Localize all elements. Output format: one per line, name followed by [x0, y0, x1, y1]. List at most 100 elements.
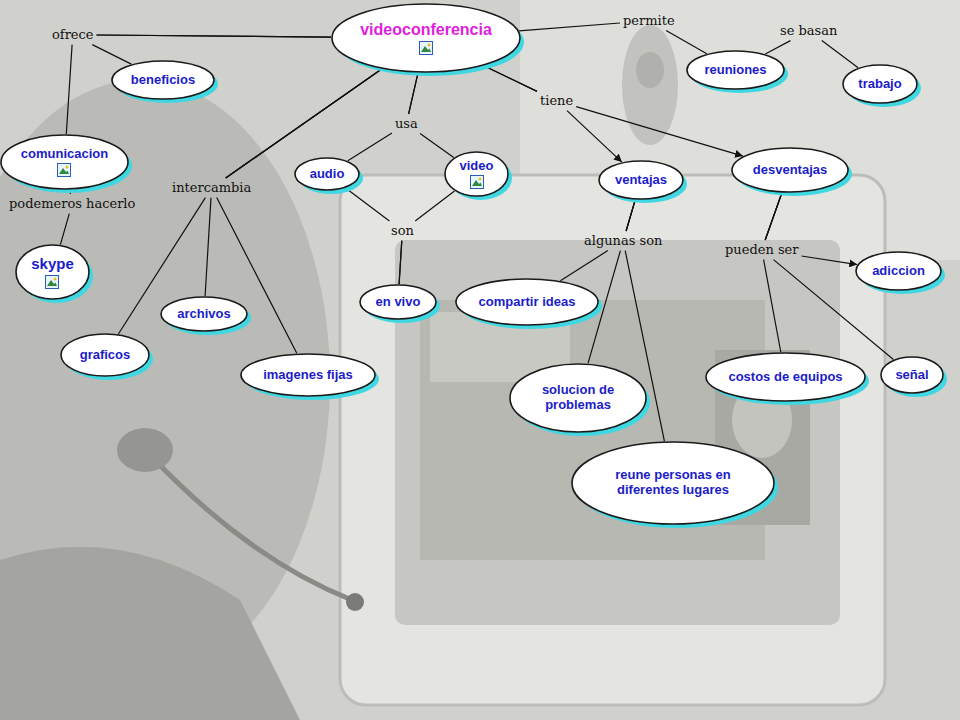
- icon-sun: [66, 166, 69, 169]
- linking-phrase: se basan: [780, 23, 837, 39]
- icon-sun: [478, 178, 481, 181]
- ellipse-body: [572, 442, 774, 524]
- mic-tip: [346, 593, 364, 611]
- concept-ellipse: ventajas: [598, 160, 684, 200]
- connector-line: [118, 69, 381, 334]
- speaker-cone: [636, 52, 664, 88]
- monitor-screen: [395, 240, 840, 625]
- ellipse-body: [510, 364, 646, 432]
- concept-text: costos de equipos: [728, 370, 842, 385]
- ellipse-body: [295, 158, 359, 190]
- concept-text: desventajas: [753, 163, 827, 178]
- concept-text: archivos: [177, 307, 230, 322]
- concept-ellipse: video: [444, 151, 509, 197]
- concept-text: reuniones: [704, 63, 766, 78]
- concept-text: beneficios: [131, 73, 195, 88]
- icon-sun: [427, 44, 430, 47]
- node-content: señal: [895, 368, 928, 383]
- node-content: videoconferencia: [360, 21, 492, 55]
- concept-text: solucion de problemas: [531, 383, 626, 413]
- image-icon: [45, 275, 59, 289]
- concept-ellipse: señal: [880, 356, 944, 394]
- linking-phrase: algunas son: [584, 233, 662, 249]
- concept-text: audio: [310, 167, 345, 182]
- ellipse-body: [1, 135, 128, 189]
- ellipse-body: [61, 334, 149, 376]
- ellipse-body: [843, 65, 917, 103]
- concept-text: imagenes fijas: [263, 368, 353, 383]
- concept-ellipse: videoconferencia: [331, 3, 521, 73]
- monitor: [340, 175, 885, 705]
- node-content: archivos: [177, 307, 230, 322]
- node-content: costos de equipos: [728, 370, 842, 385]
- concept-text: skype: [31, 255, 74, 272]
- ellipse-body: [360, 285, 436, 319]
- connector-line: [348, 73, 418, 161]
- concept-ellipse: beneficios: [111, 60, 215, 100]
- ellipse-outline: [331, 3, 521, 73]
- linking-phrase: permite: [623, 13, 675, 29]
- concept-text: señal: [895, 368, 928, 383]
- concept-ellipse: en vivo: [359, 284, 437, 320]
- icon-mountain: [421, 46, 431, 52]
- node-content: reune personas en diferentes lugares: [598, 468, 748, 498]
- node-content: audio: [310, 167, 345, 182]
- connector-line: [519, 23, 707, 54]
- node-content: reuniones: [704, 63, 766, 78]
- concept-ellipse: graficos: [60, 333, 150, 377]
- headset-ear: [117, 428, 173, 472]
- image-icon: [57, 163, 71, 177]
- image-icon: [470, 175, 484, 189]
- concept-ellipse: adiccion: [855, 251, 942, 291]
- headset-mic: [150, 455, 352, 600]
- icon-frame: [46, 275, 59, 288]
- linking-phrase: podemeros hacerlo: [9, 196, 135, 212]
- concept-ellipse: imagenes fijas: [240, 353, 376, 397]
- connector-line: [764, 193, 782, 352]
- icon-frame: [470, 176, 483, 189]
- node-content: en vivo: [376, 295, 421, 310]
- image-icon: [419, 41, 433, 55]
- node-content: compartir ideas: [479, 295, 576, 310]
- concept-text: graficos: [80, 348, 131, 363]
- node-content: desventajas: [753, 163, 827, 178]
- concept-ellipse: comunicacion: [0, 134, 129, 190]
- node-content: imagenes fijas: [263, 368, 353, 383]
- ellipse-body: [856, 252, 941, 290]
- concept-ellipse: solucion de problemas: [509, 363, 647, 433]
- icon-mountain: [47, 280, 57, 286]
- ellipse-body: [241, 354, 375, 396]
- concept-ellipse: compartir ideas: [455, 278, 599, 326]
- node-content: video: [460, 159, 494, 190]
- node-content: adiccion: [872, 264, 925, 279]
- concept-ellipse: skype: [15, 244, 90, 300]
- concept-ellipse: desventajas: [731, 147, 849, 193]
- concept-text: videoconferencia: [360, 21, 492, 39]
- concept-text: adiccion: [872, 264, 925, 279]
- linking-phrase: tiene: [540, 93, 573, 109]
- linking-phrase: son: [391, 223, 414, 239]
- ellipse-body: [687, 51, 784, 89]
- concept-ellipse: reune personas en diferentes lugares: [571, 441, 775, 525]
- ellipse-body: [706, 353, 865, 401]
- icon-sun: [54, 277, 57, 280]
- node-content: ventajas: [615, 173, 667, 188]
- speaker: [622, 25, 678, 145]
- ellipse-body: [16, 245, 89, 299]
- concept-text: ventajas: [615, 173, 667, 188]
- ellipse-body: [161, 297, 247, 331]
- node-content: trabajo: [858, 77, 901, 92]
- icon-mountain: [59, 168, 69, 174]
- concept-text: comunicacion: [21, 147, 108, 162]
- ellipse-outline: [0, 134, 129, 190]
- concept-ellipse: costos de equipos: [705, 352, 866, 402]
- concept-ellipse: reuniones: [686, 50, 785, 90]
- concept-text: trabajo: [858, 77, 901, 92]
- person-shoulder: [0, 547, 300, 720]
- concept-text: reune personas en diferentes lugares: [598, 468, 748, 498]
- icon-frame: [58, 164, 71, 177]
- node-content: graficos: [80, 348, 131, 363]
- concept-ellipse: audio: [294, 157, 360, 191]
- icon-mountain: [472, 180, 482, 186]
